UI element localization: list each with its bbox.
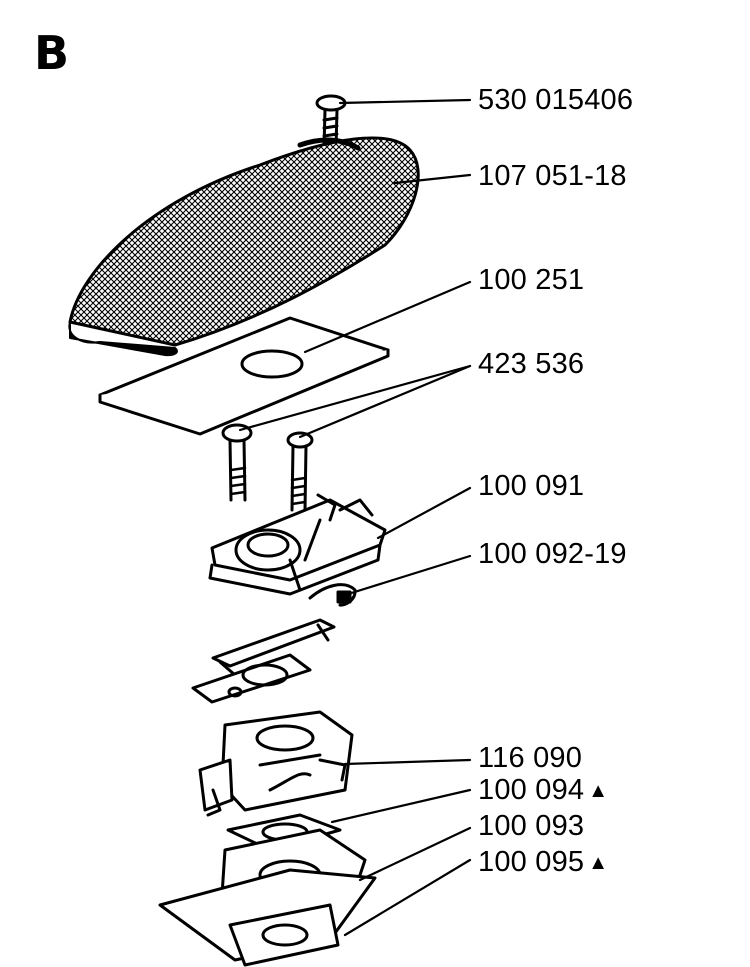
part-label-screws: 423 536 <box>478 348 585 380</box>
part-label-diaphragm: 100 094▲ <box>478 776 608 805</box>
base-plate <box>158 868 377 967</box>
choke-plate <box>308 583 357 607</box>
filter-bracket <box>208 493 387 596</box>
part-label-base-plate: 100 095▲ <box>478 848 608 877</box>
section-letter: B <box>34 26 70 80</box>
part-label-bracket: 100 091 <box>478 470 585 502</box>
filter-base-plate <box>98 316 390 436</box>
carburetor <box>198 710 354 817</box>
intake-gasket <box>191 618 336 704</box>
triangle-marker-icon: ▲ <box>588 852 609 874</box>
part-label-screw: 530 015406 <box>478 84 634 116</box>
screw-pair-423-536 <box>221 423 314 512</box>
part-label-plate: 100 251 <box>478 264 585 296</box>
part-number: 100 094 <box>478 774 585 806</box>
part-number: 100 095 <box>478 846 585 878</box>
air-filter-cover <box>68 136 420 357</box>
leader-lines <box>238 98 472 937</box>
part-label-carburetor: 116 090 <box>478 742 583 774</box>
part-label-gasket: 100 093 <box>478 810 585 842</box>
part-label-cover: 107 051-18 <box>478 160 627 192</box>
triangle-marker-icon: ▲ <box>588 780 609 802</box>
part-label-choke: 100 092-19 <box>478 538 627 570</box>
